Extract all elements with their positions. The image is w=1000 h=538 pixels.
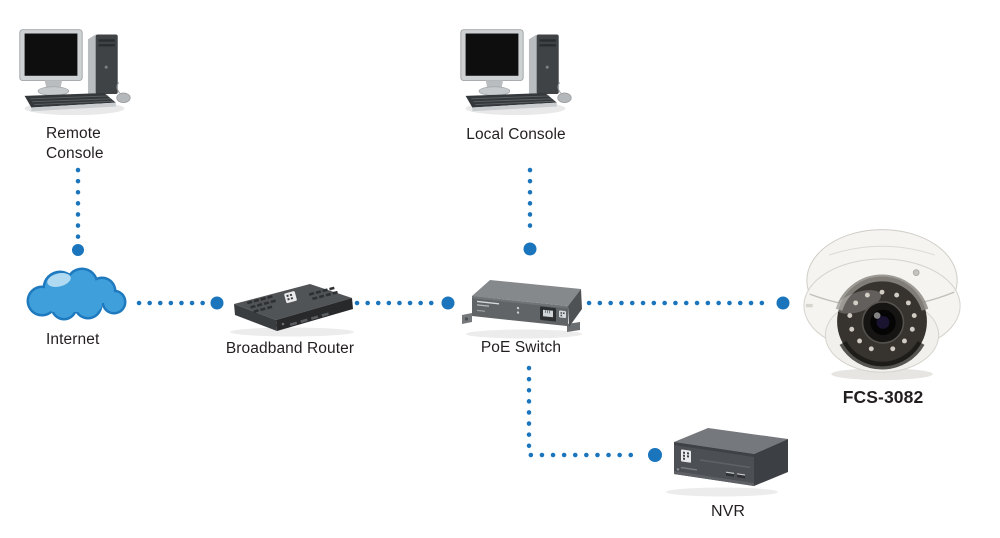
- local-console-label: Local Console: [466, 126, 566, 143]
- ip-camera-label: FCS-3082: [842, 387, 924, 407]
- nvr-icon: [666, 428, 788, 497]
- connection-remote-console-internet: [72, 167, 84, 256]
- connection-internet-broadband-router: [136, 296, 224, 310]
- connection-local-console-poe-switch: [523, 167, 537, 256]
- desktop-computer-icon: [14, 22, 136, 118]
- node-ip-camera: [800, 212, 966, 384]
- poe-switch-label: PoE Switch: [480, 339, 562, 356]
- desktop-computer-icon: [455, 22, 577, 118]
- internet-label: Internet: [46, 331, 100, 348]
- node-broadband-router: [222, 278, 362, 340]
- node-remote-console: [14, 22, 136, 118]
- node-poe-switch: [460, 272, 598, 344]
- node-local-console: [455, 22, 577, 118]
- broadband-router-label: Broadband Router: [225, 340, 355, 357]
- connection-poe-switch-camera: [586, 296, 790, 310]
- node-internet: [22, 258, 132, 326]
- connection-poe-switch-nvr: [526, 365, 662, 462]
- router-icon: [230, 284, 354, 337]
- cloud-icon: [26, 267, 127, 321]
- dome-camera-icon: [803, 229, 961, 381]
- poe-switch-icon: [462, 280, 582, 339]
- connection-broadband-router-poe-switch: [354, 296, 455, 310]
- nvr-label: NVR: [710, 503, 746, 520]
- node-nvr: [662, 420, 794, 500]
- remote-console-label: Remote Console: [46, 125, 104, 163]
